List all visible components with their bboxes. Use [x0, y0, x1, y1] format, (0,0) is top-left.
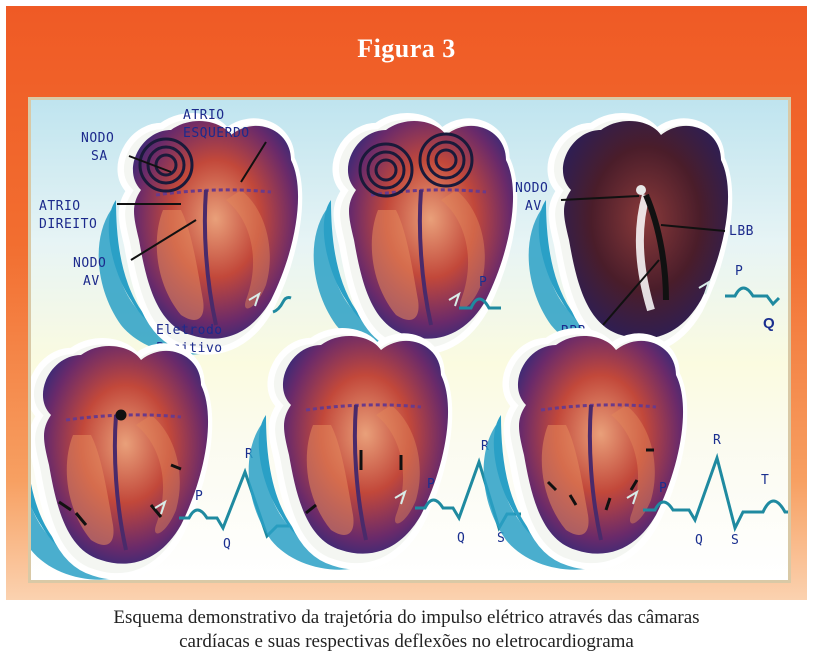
wave-label-t-6: T	[761, 473, 769, 488]
wave-label-q-4: Q	[223, 537, 231, 552]
figure-title: Figura 3	[6, 34, 807, 64]
wave-label-p-4: P	[195, 489, 203, 504]
figure-caption: Esquema demonstrativo da trajetória do i…	[0, 606, 813, 654]
heart-4	[31, 341, 209, 579]
wave-label-s-6: S	[731, 533, 739, 548]
label-nodo-av-2: AV	[83, 274, 100, 289]
label-atrio-esquerdo-1: ATRIO	[183, 108, 225, 123]
heart-3	[529, 116, 729, 354]
heart-6	[484, 331, 684, 569]
label-eletrodo-1: Eletrodo	[156, 323, 223, 338]
wave-label-q-6: Q	[695, 533, 703, 548]
label-atrio-direito-1: ATRIO	[39, 199, 81, 214]
wave-label-p-3: P	[735, 264, 743, 279]
label-atrio-esquerdo-2: ESQUERDO	[183, 126, 250, 141]
heart-2	[314, 116, 514, 354]
label-nodo-sa-1: NODO	[81, 131, 114, 146]
heart-1	[99, 116, 299, 354]
wave-label-p-5: P	[427, 477, 435, 492]
label-atrio-direito-2: DIREITO	[39, 217, 97, 232]
wave-label-p-2: P	[479, 275, 487, 290]
wave-label-p-6: P	[659, 481, 667, 496]
heart-5	[249, 331, 449, 569]
label-nodo-sa-2: SA	[91, 149, 108, 164]
label-nodo-av-b-2: AV	[525, 199, 542, 214]
wave-label-q-5: Q	[457, 531, 465, 546]
heart-conduction-diagram: ATRIO ESQUERDO NODO SA ATRIO DIREITO NOD…	[31, 100, 788, 580]
label-nodo-av-1: NODO	[73, 256, 106, 271]
wave-label-q-3: Q	[763, 315, 775, 332]
wave-label-r-6: R	[713, 433, 721, 448]
label-nodo-av-b-1: NODO	[515, 181, 548, 196]
diagram-panel: ATRIO ESQUERDO NODO SA ATRIO DIREITO NOD…	[28, 97, 791, 583]
label-lbb: LBB	[729, 224, 754, 239]
caption-line-2: cardíacas e suas respectivas deflexões n…	[0, 630, 813, 654]
caption-line-1: Esquema demonstrativo da trajetória do i…	[0, 606, 813, 630]
